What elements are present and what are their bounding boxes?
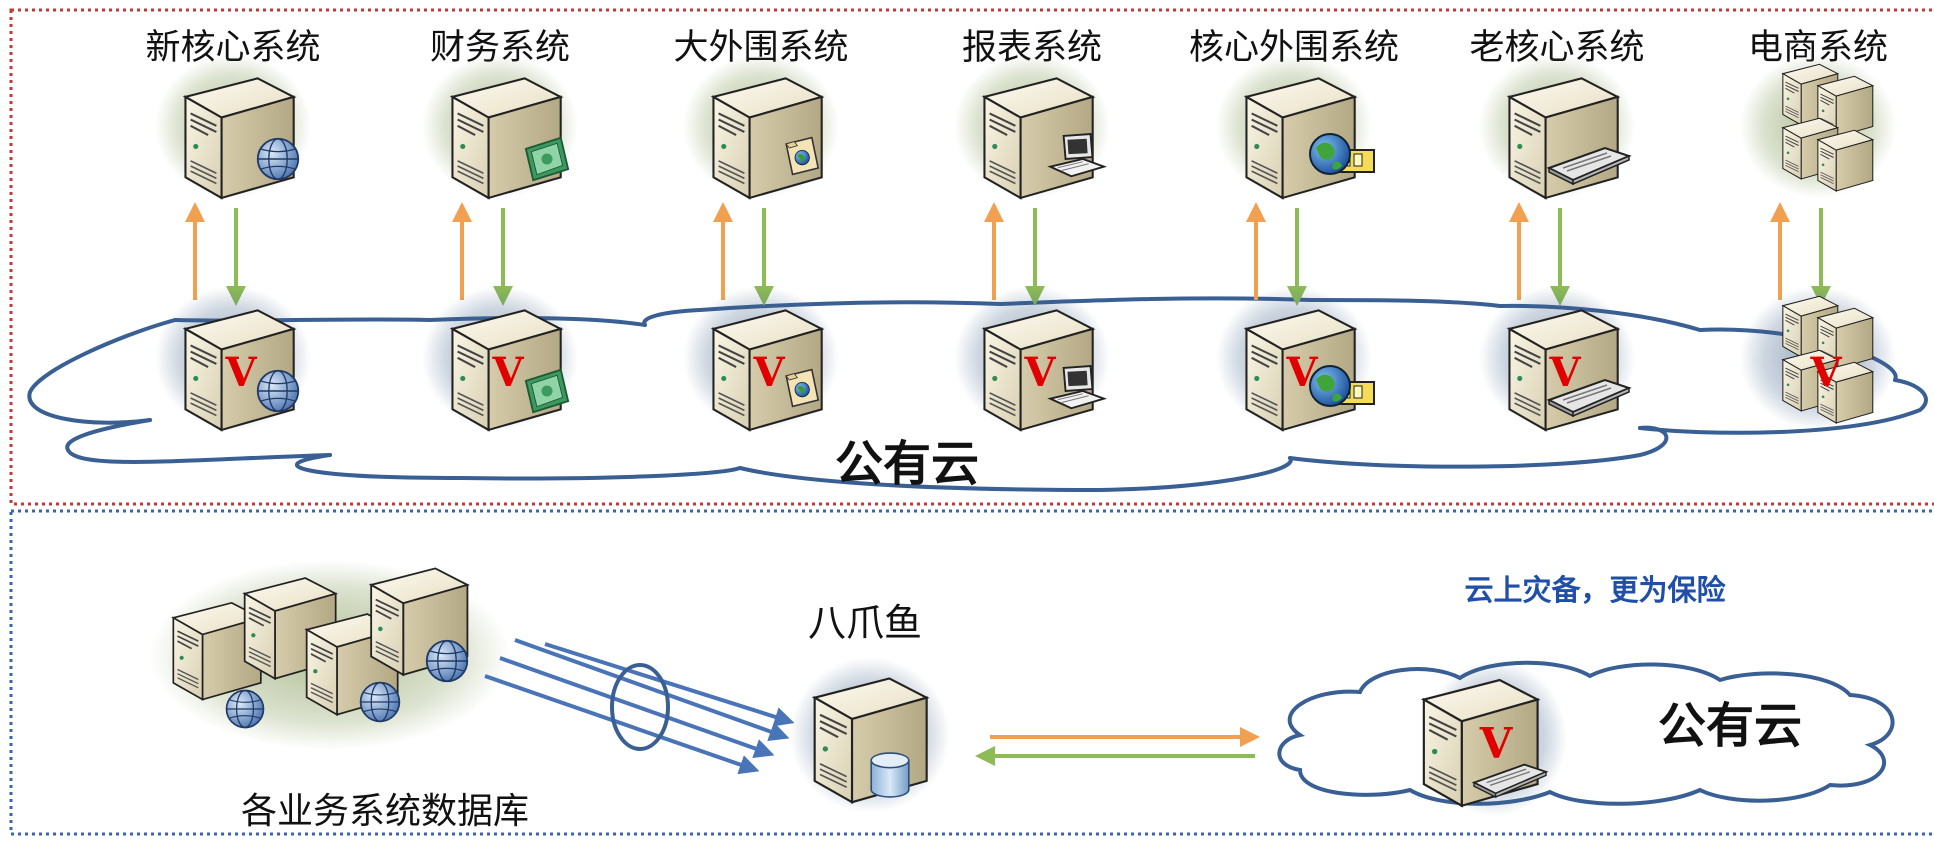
virtual-badge: V — [1548, 349, 1581, 396]
virtual-badge: V — [1285, 349, 1318, 396]
server-physical-7 — [1740, 54, 1896, 198]
business-db-label: 各业务系统数据库 — [241, 791, 529, 832]
globe-icon — [256, 369, 300, 413]
business-db-server-cluster — [150, 560, 510, 750]
replication-streams — [484, 638, 795, 775]
server-virtual-4: V — [954, 286, 1110, 431]
bottom-cloud-label: 公有云 — [1658, 698, 1802, 754]
folder-globe-icon — [785, 368, 820, 408]
virtual-badge: V — [224, 349, 257, 396]
top-section-frame — [9, 8, 1934, 506]
server-virtual-7: V — [1740, 286, 1896, 430]
server-tower — [451, 77, 562, 199]
server-physical-5 — [1216, 54, 1375, 199]
server-physical-2 — [422, 54, 578, 199]
server-virtual-3: V — [683, 286, 839, 431]
globe-icon — [425, 639, 469, 683]
slogan-text: 云上灾备，更为保险 — [1464, 573, 1726, 607]
server-virtual-1: V — [155, 286, 311, 431]
virtual-badge: V — [752, 349, 785, 396]
globe-icon — [225, 689, 265, 729]
folder-globe-icon — [785, 136, 820, 176]
server-physical-3 — [683, 54, 839, 199]
globe-icon — [256, 137, 300, 181]
server-virtual-2: V — [422, 286, 578, 431]
virtual-badge: V — [491, 349, 524, 396]
server-physical-6 — [1479, 54, 1635, 199]
database-icon — [870, 752, 910, 798]
server-physical-1 — [155, 54, 311, 199]
cluster-node-4 — [1817, 129, 1874, 192]
server-physical-4 — [954, 54, 1110, 199]
hub-label: 八爪鱼 — [808, 601, 922, 645]
top-cloud-label: 公有云 — [835, 436, 979, 492]
virtual-badge: V — [1479, 719, 1514, 768]
virtual-badge: V — [1809, 349, 1842, 396]
server-tower — [712, 77, 823, 199]
server-virtual-5: V — [1216, 286, 1375, 431]
public-cloud-bottom: V 公有云 — [1277, 660, 1895, 816]
server-virtual-6: V — [1479, 286, 1635, 431]
hub-server — [790, 657, 950, 813]
virtual-badge: V — [1023, 349, 1056, 396]
globe-icon — [359, 681, 401, 723]
